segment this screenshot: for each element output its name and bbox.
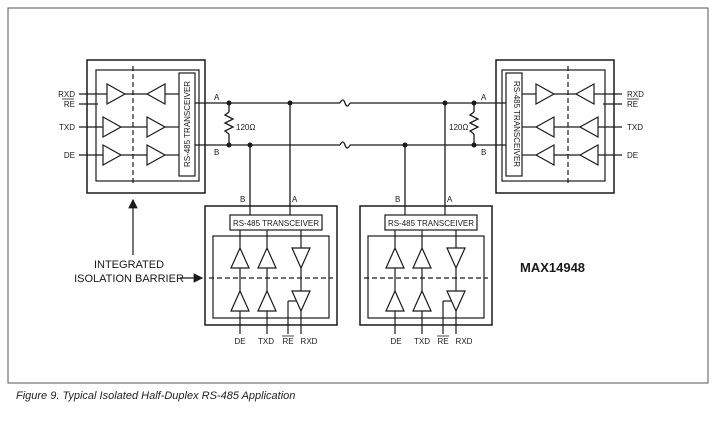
right-pin-re: RE (627, 100, 638, 109)
node1-pin-re: RE (282, 337, 293, 346)
bus-junctions (226, 100, 477, 148)
right-pin-de: DE (627, 151, 638, 160)
left-pin-re: RE (64, 100, 75, 109)
right-bus-b-label: B (481, 148, 486, 157)
node1-pin-b: B (240, 195, 245, 204)
node1-pin-txd: TXD (258, 337, 274, 346)
right-resistor-label: 120Ω (449, 123, 468, 132)
node1-pin-rxd: RXD (301, 337, 318, 346)
lower-transceiver-1 (204, 205, 338, 334)
right-transceiver-label: RS-485 TRANSCEIVER (512, 81, 521, 167)
node2-pin-a: A (447, 195, 453, 204)
bus-lines (195, 99, 506, 206)
left-resistor-label: 120Ω (236, 123, 255, 132)
lower-transceiver-2 (359, 205, 493, 334)
figure-caption: Figure 9. Typical Isolated Half-Duplex R… (16, 390, 296, 402)
right-isolated-transceiver (495, 59, 622, 194)
left-bus-b-label: B (214, 148, 219, 157)
figure-frame (7, 7, 709, 384)
left-bus-a-label: A (214, 93, 220, 102)
left-pin-rxd: RXD (58, 90, 75, 99)
node2-transceiver-label: RS-485 TRANSCEIVER (388, 219, 474, 228)
barrier-label-line1: INTEGRATED (94, 259, 164, 271)
node2-pin-re: RE (437, 337, 448, 346)
node2-pin-rxd: RXD (456, 337, 473, 346)
left-pin-de: DE (64, 151, 75, 160)
right-pin-txd: TXD (627, 123, 643, 132)
left-isolated-transceiver (79, 59, 206, 194)
right-bus-a-label: A (481, 93, 487, 102)
node2-pin-b: B (395, 195, 400, 204)
left-pin-txd: TXD (59, 123, 75, 132)
node2-pin-txd: TXD (414, 337, 430, 346)
barrier-label-line2: ISOLATION BARRIER (74, 273, 184, 285)
node1-pin-de: DE (234, 337, 245, 346)
part-number: MAX14948 (520, 260, 585, 275)
node1-transceiver-label: RS-485 TRANSCEIVER (233, 219, 319, 228)
left-transceiver-label: RS-485 TRANSCEIVER (183, 81, 192, 167)
node2-pin-de: DE (390, 337, 401, 346)
right-pin-rxd: RXD (627, 90, 644, 99)
node1-pin-a: A (292, 195, 298, 204)
